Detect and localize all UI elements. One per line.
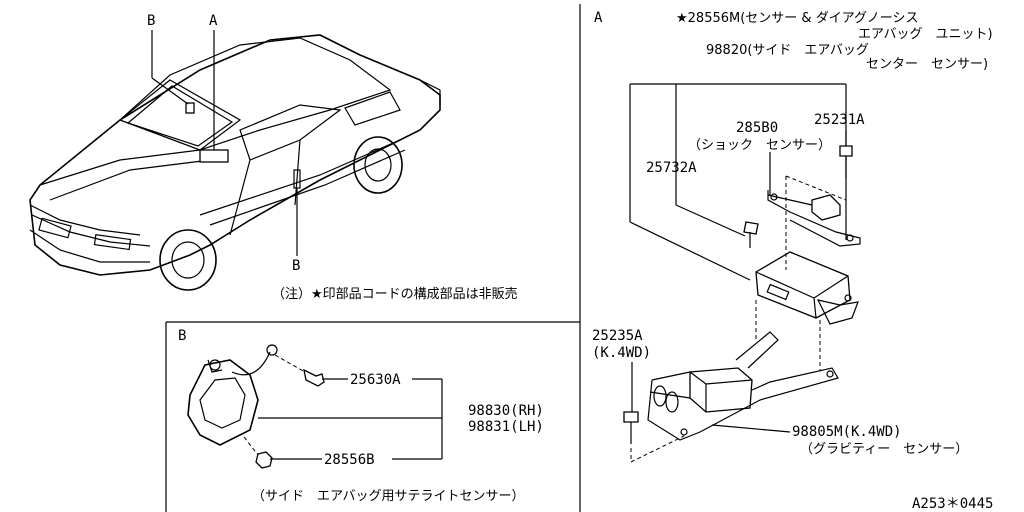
label-98805m: 98805M(K.4WD) <box>792 424 902 440</box>
label-285b0-line2: （ショック センサー） <box>688 138 831 153</box>
panel-dividers <box>165 4 581 512</box>
satellite-sensor-drawing <box>187 344 325 469</box>
label-25630a: 25630A <box>350 372 401 388</box>
label-285b0: 285B0 <box>736 120 778 136</box>
figure-code: A253＊0445 <box>912 496 993 512</box>
label-98830: 98830(RH) <box>468 403 544 419</box>
label-25732a: 25732A <box>646 160 697 176</box>
label-98820: 98820(サイド エアバッグ <box>706 43 869 58</box>
label-28556m-line2: エアバッグ ユニット) <box>858 27 993 42</box>
car-illustration <box>29 30 441 291</box>
label-25235a: 25235A <box>592 328 643 344</box>
airbag-unit-drawing <box>623 145 861 463</box>
note-text: （注）★印部品コードの構成部品は非販売 <box>272 286 518 302</box>
label-98820-line2: センター センサー) <box>866 57 988 72</box>
label-98831: 98831(LH) <box>468 419 544 435</box>
label-98805m-line2: （グラビティー センサー） <box>800 442 968 457</box>
callout-b-top: B <box>147 13 155 29</box>
panel-a-leaders <box>629 83 847 433</box>
label-25235a-line2: (K.4WD) <box>592 345 651 361</box>
panel-a-title: A <box>594 10 603 26</box>
label-28556b: 28556B <box>324 452 375 468</box>
label-25231a: 25231A <box>814 112 865 128</box>
panel-b-title: B <box>178 328 186 344</box>
panel-b-caption: （サイド エアバッグ用サテライトセンサー） <box>252 489 524 504</box>
callout-b-bottom: B <box>292 258 300 274</box>
callout-a-top: A <box>209 13 218 29</box>
panel-b-leaders <box>258 378 443 460</box>
label-28556m: ★28556M(センサー & ダイアグノーシス <box>676 11 919 26</box>
